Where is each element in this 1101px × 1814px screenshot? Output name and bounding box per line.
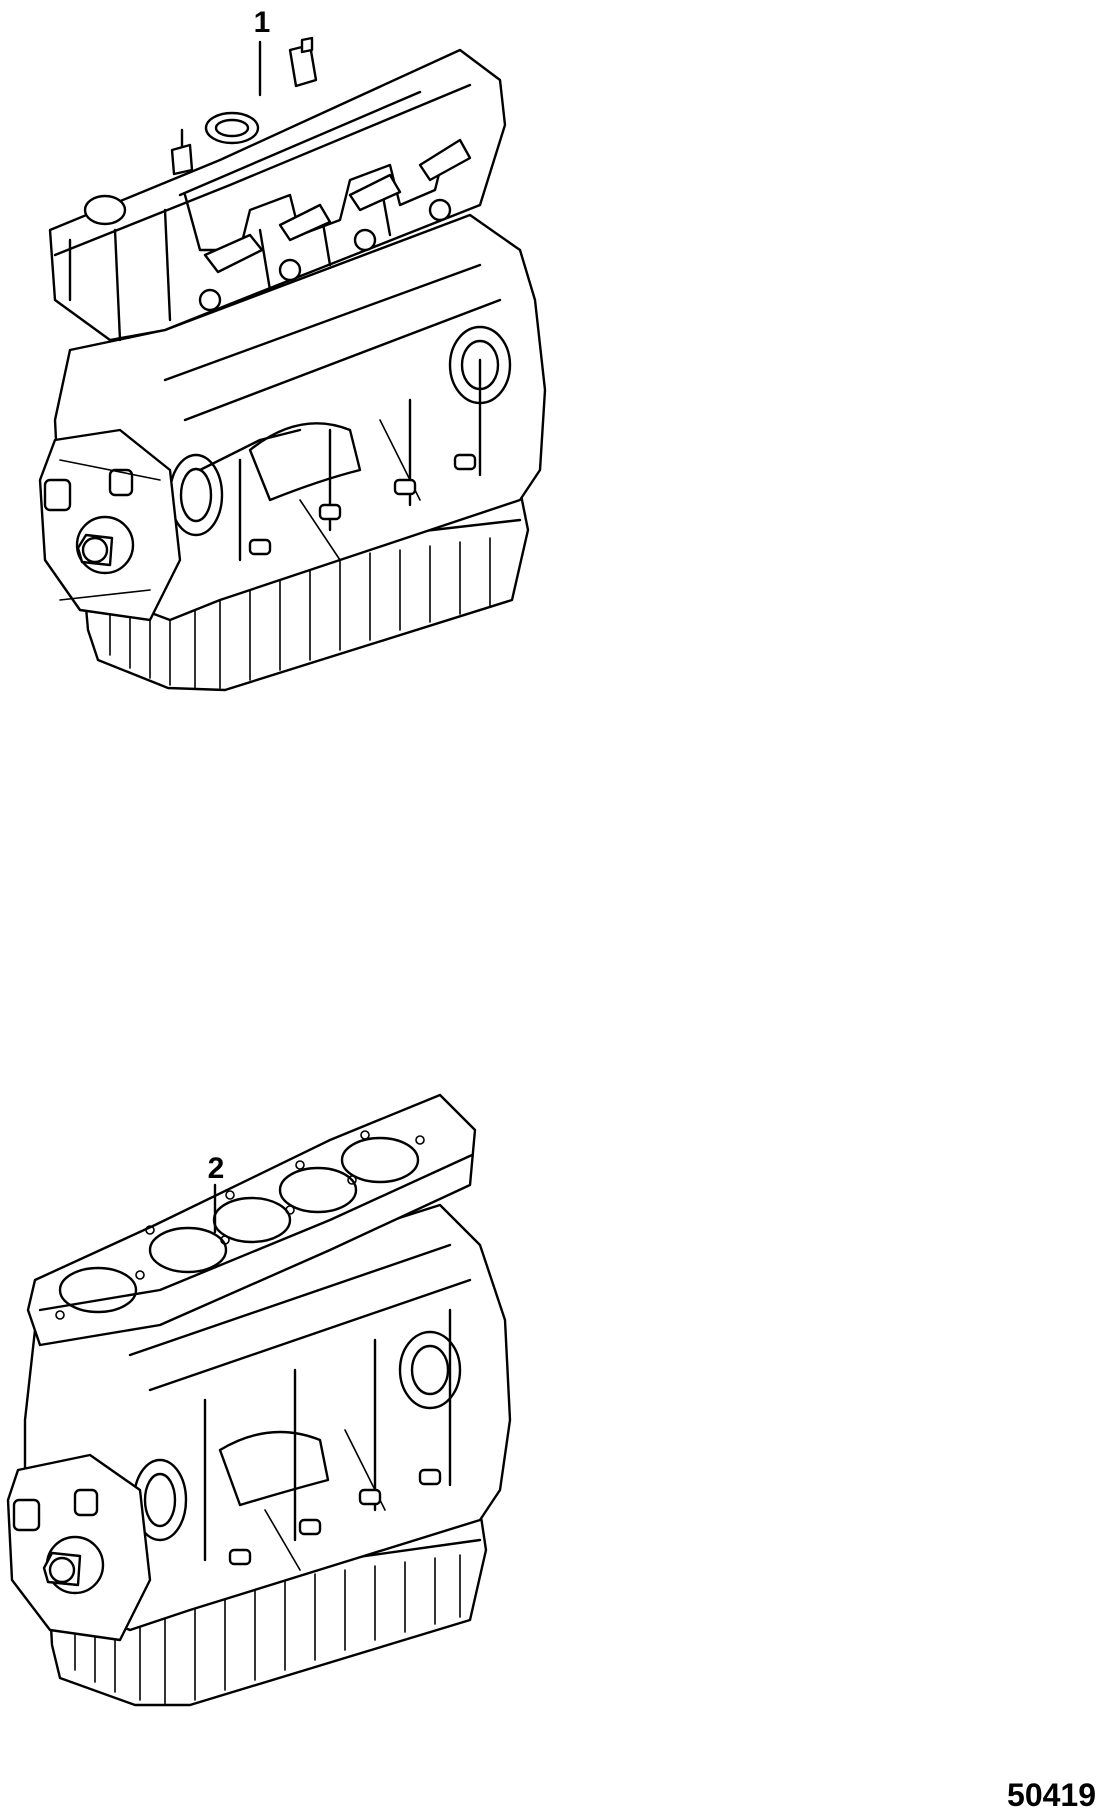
cylinder-bore-2 — [148, 1226, 228, 1274]
block-deck — [26, 1093, 477, 1347]
short-block-illustration[interactable] — [6, 1093, 512, 1707]
cylinder-bore-5 — [340, 1136, 420, 1184]
callout-label-1: 1 — [254, 6, 271, 39]
cylinder-bore-4 — [278, 1166, 358, 1214]
sensors — [170, 36, 318, 176]
engine-assembly-illustration[interactable] — [38, 36, 547, 692]
timing-cover-2 — [6, 1453, 152, 1642]
cylinder-bore-1 — [58, 1266, 138, 1314]
cylinder-block — [53, 213, 547, 622]
callout-label-2: 2 — [208, 1152, 225, 1185]
figure-number: 50419 — [1007, 1777, 1096, 1813]
fuel-injectors — [198, 138, 472, 312]
timing-cover — [38, 428, 182, 622]
